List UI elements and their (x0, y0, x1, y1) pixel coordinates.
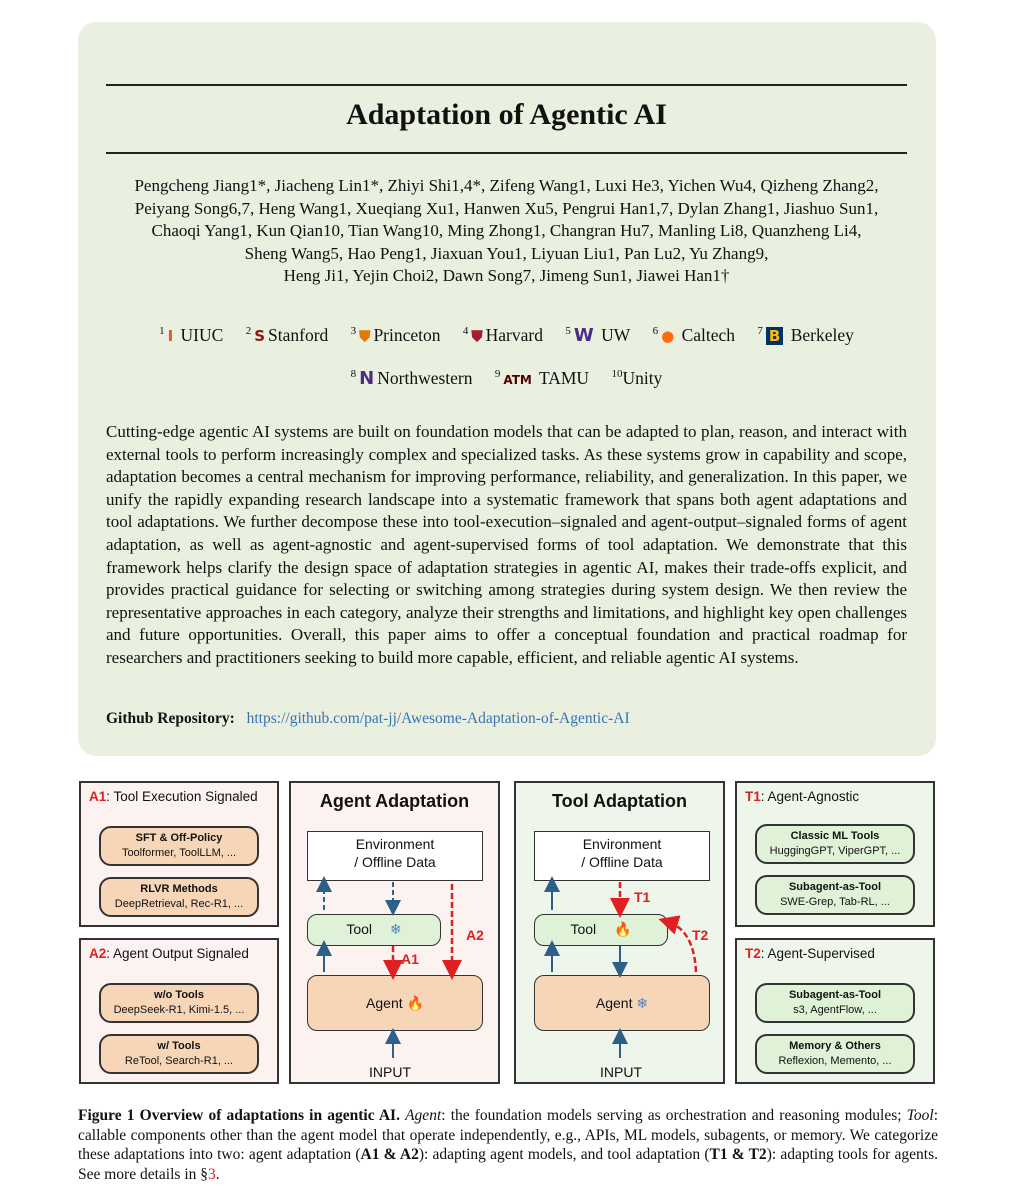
affiliation-caltech: 6● Caltech (652, 325, 736, 345)
tool-box: Tool 🔥 (534, 914, 668, 946)
panel-a1-heading: A1: Tool Execution Signaled (89, 789, 258, 804)
header-card (78, 22, 936, 756)
author-line: Heng Ji1, Yejin Choi2, Dawn Song7, Jimen… (283, 266, 730, 285)
a2-arrow-label: A2 (466, 927, 484, 943)
panel-a1: A1: Tool Execution Signaled SFT & Off-Po… (79, 781, 279, 927)
caption-label: Figure 1 Overview of adaptations in agen… (78, 1107, 400, 1124)
t1-arrow-label: T1 (634, 889, 651, 905)
fire-icon: 🔥 (614, 921, 632, 937)
fire-icon: 🔥 (406, 995, 424, 1011)
berkeley-logo-icon: B (765, 327, 784, 345)
t2-arrow-label: T2 (692, 927, 709, 943)
affiliation-princeton: 3⛊Princeton (350, 325, 441, 345)
title-rule (106, 152, 907, 154)
panel-t2-heading: T2: Agent-Supervised (745, 946, 875, 961)
panel-agent-adaptation: Agent Adaptation Environment/ Offline Da… (289, 781, 500, 1084)
github-link[interactable]: https://github.com/pat-jj/Awesome-Adapta… (246, 710, 630, 727)
author-line: Sheng Wang5, Hao Peng1, Jiaxuan You1, Li… (244, 243, 769, 263)
environment-box: Environment/ Offline Data (534, 831, 710, 881)
uiuc-logo-icon: I (167, 327, 174, 345)
northwestern-logo-icon: N (359, 368, 375, 389)
github-label: Github Repository: (106, 710, 235, 727)
uw-logo-icon: W (573, 325, 594, 346)
figure-arrows (316, 876, 698, 1058)
snowflake-icon: ❄ (636, 995, 649, 1011)
paper-title: Adaptation of Agentic AI (346, 98, 667, 131)
environment-box: Environment/ Offline Data (307, 831, 483, 881)
panel-a2-heading: A2: Agent Output Signaled (89, 946, 249, 961)
harvard-shield-icon: ⛊ (471, 327, 483, 345)
panel-tool-adaptation: Tool Adaptation Environment/ Offline Dat… (514, 781, 725, 1084)
author-list: Pengcheng Jiang1*, Jiacheng Lin1*, Zhiyi… (106, 175, 907, 288)
agent-box: Agent 🔥 (307, 975, 483, 1031)
affiliation-harvard: 4⛊Harvard (462, 325, 543, 345)
tool-box: Tool ❄ (307, 914, 441, 946)
affiliation-unity: 10Unity (611, 368, 663, 388)
input-label: INPUT (600, 1064, 642, 1080)
abstract: Cutting-edge agentic AI systems are buil… (106, 422, 907, 667)
author-line: Peiyang Song6,7, Heng Wang1, Xueqiang Xu… (134, 198, 879, 218)
top-rule (106, 84, 907, 86)
section-ref-link[interactable]: 3 (208, 1165, 216, 1183)
github-line: Github Repository: https://github.com/pa… (106, 710, 630, 728)
tool-adaptation-title: Tool Adaptation (552, 791, 687, 811)
stanford-logo-icon: S (254, 327, 266, 345)
a1-arrow-label: A1 (401, 951, 419, 967)
caltech-logo-icon: ● (661, 327, 675, 345)
figure-1: A1: Tool Execution Signaled SFT & Off-Po… (79, 781, 935, 1084)
input-label: INPUT (369, 1064, 411, 1080)
author-line: Chaoqi Yang1, Kun Qian10, Tian Wang10, M… (151, 221, 862, 240)
princeton-shield-icon: ⛊ (359, 327, 371, 345)
agent-adaptation-title: Agent Adaptation (319, 791, 470, 811)
agent-box: Agent ❄ (534, 975, 710, 1031)
tamu-logo-icon: ATM (503, 373, 532, 387)
figure-caption: Figure 1 Overview of adaptations in agen… (78, 1107, 938, 1183)
panel-t1-heading: T1: Agent-Agnostic (745, 789, 860, 804)
snowflake-icon: ❄ (389, 921, 402, 937)
author-line: Pengcheng Jiang1*, Jiacheng Lin1*, Zhiyi… (134, 176, 879, 195)
